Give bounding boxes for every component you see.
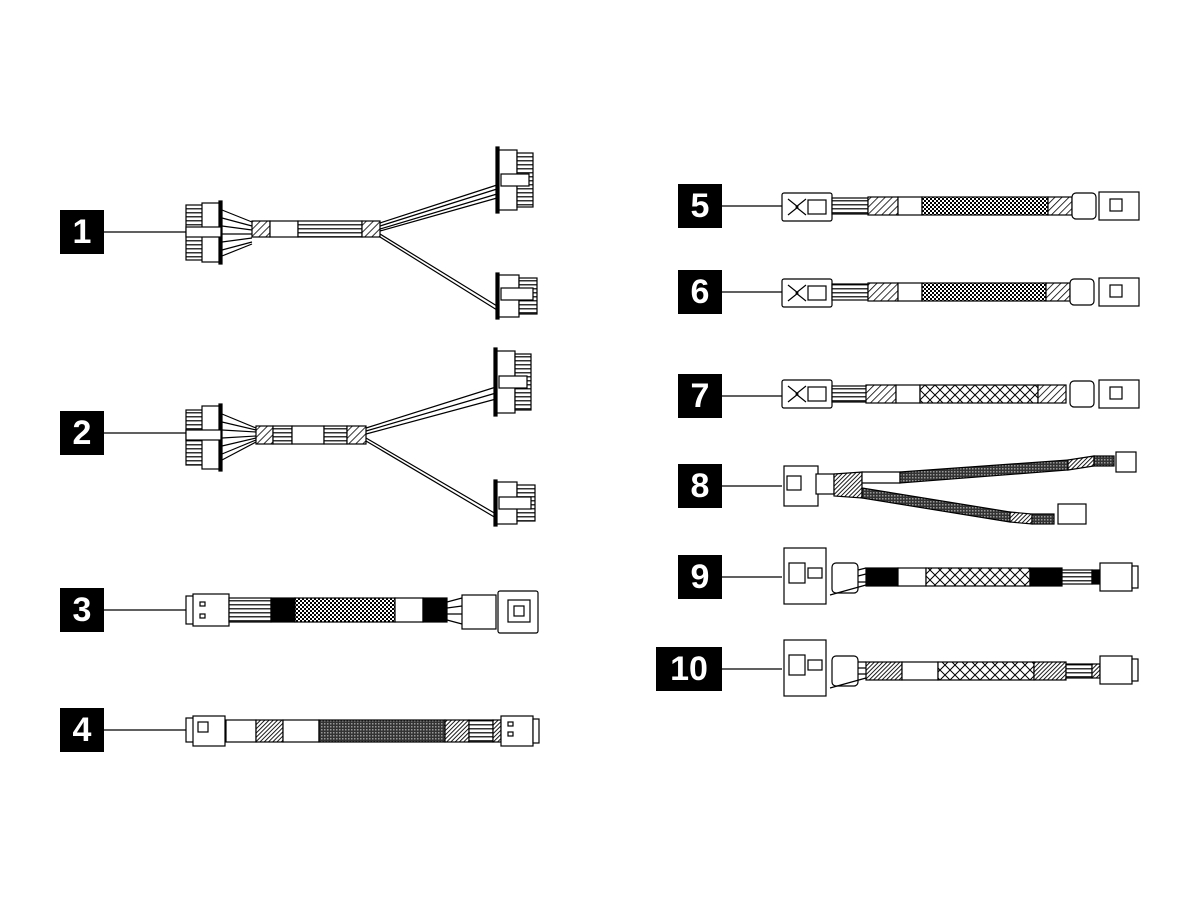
cable-10: [783, 639, 1139, 697]
callout-10: 10: [656, 647, 722, 691]
callout-1: 1: [60, 210, 104, 254]
cable-5: [781, 191, 1140, 222]
callout-2: 2: [60, 411, 104, 455]
callout-8: 8: [678, 464, 722, 508]
callout-3: 3: [60, 588, 104, 632]
callout-6: 6: [678, 270, 722, 314]
cable-2: [185, 347, 536, 527]
callout-5: 5: [678, 184, 722, 228]
callout-9: 9: [678, 555, 722, 599]
cable-7: [781, 379, 1140, 409]
callout-7: 7: [678, 374, 722, 418]
cable-4: [185, 715, 540, 747]
cable-9: [783, 547, 1139, 605]
cable-6: [781, 277, 1140, 308]
cable-1: [185, 146, 538, 320]
callout-4: 4: [60, 708, 104, 752]
cable-8: [783, 451, 1137, 525]
cable-3: [185, 590, 539, 634]
